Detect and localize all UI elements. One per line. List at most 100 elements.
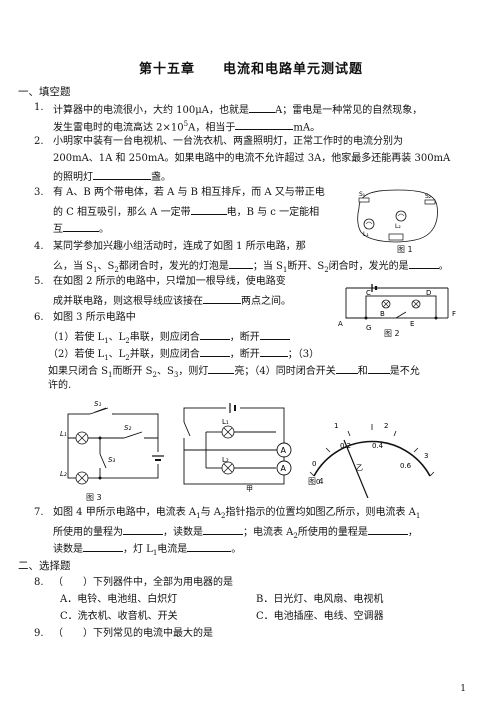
figure-1: S₁ S₂ L₁ L₂ 图 1	[355, 186, 441, 254]
fig3-label-l1: L₁	[60, 430, 67, 438]
q1-blank1[interactable]	[249, 101, 275, 113]
q6-blank5[interactable]	[208, 362, 235, 374]
page-number: 1	[460, 684, 466, 694]
fig1-caption: 图 1	[397, 245, 413, 254]
fig1-lamp-l2	[395, 210, 407, 222]
fig1-label-s1: S₁	[359, 191, 366, 198]
fig1-label-s2: S₂	[425, 193, 432, 200]
q6-line2: （1）若使 L1、L2串联，则应闭合，断开	[48, 328, 290, 348]
fig2-label-g: G	[366, 324, 371, 332]
q8-stem: （ ）下列器件中，全部为用电器的是	[53, 577, 233, 588]
q3-line2: 的 C 相互吸引，那么 A 一定带电，B 与 c 一定能相	[53, 203, 319, 220]
fig4-top-0: 0	[312, 460, 316, 468]
fig4-ammeter-a2	[276, 460, 292, 476]
q9-number: 9.	[34, 628, 44, 639]
fig4-ammeter-a1	[276, 442, 292, 458]
fig2-switch	[395, 311, 407, 319]
q2-line2: 200mA、1A 和 250mA。如果电路中的电流不允许超过 3A，他家最多还能…	[53, 153, 451, 164]
fig3-label-l2: L₂	[60, 470, 67, 478]
fig4-gauge-needle	[343, 439, 369, 498]
q8-option-d[interactable]: C．电池插座、电线、空调器	[256, 611, 384, 622]
q6-blank4[interactable]	[259, 345, 288, 357]
q7-blank3[interactable]	[367, 523, 408, 535]
fig2-caption: 图 2	[384, 329, 400, 338]
q4-blank1[interactable]	[228, 257, 253, 269]
fig2-label-b: B	[380, 310, 385, 318]
fig4-gauge-arc	[313, 440, 431, 477]
q1-blank2[interactable]	[235, 118, 294, 131]
fig4-label-a2: A	[281, 464, 287, 473]
q6-line5: 许的.	[48, 380, 72, 391]
q4-line1: 某同学参加兴趣小组活动时，连成了如图 1 所示电路，那	[53, 241, 306, 252]
q4-blank2[interactable]	[408, 257, 439, 269]
q7-blank1[interactable]	[123, 523, 163, 535]
q6-blank3[interactable]	[199, 345, 230, 357]
fig3-switch-s2	[123, 431, 143, 439]
fig2-label-a: A	[338, 320, 343, 328]
q3-blank1[interactable]	[190, 203, 227, 215]
fig4-bottom-1: 0.2	[340, 442, 351, 450]
q3-number: 3.	[34, 187, 44, 198]
q8-number: 8.	[34, 577, 44, 588]
q4-line2: 么，当 S1、S2都闭合时，发光的灯泡是；当 S1断开、S2闭合时，发光的是。	[53, 257, 449, 277]
q9-stem: （ ）下列常见的电流中最大的是	[53, 628, 213, 639]
fig3-caption: 图 3	[86, 493, 102, 502]
q8-option-c[interactable]: C．洗衣机、收音机、开关	[60, 611, 178, 622]
fig4-switch	[183, 421, 191, 437]
q8-option-b[interactable]: B．日光灯、电风扇、电视机	[256, 594, 384, 605]
q6-number: 6.	[34, 312, 44, 323]
q8-answer-paren[interactable]: （ ）	[53, 577, 93, 588]
q6-blank6[interactable]	[335, 362, 358, 374]
q6-blank1[interactable]	[199, 328, 230, 340]
fig4-bottom-2: 0.4	[372, 442, 384, 450]
q5-number: 5.	[34, 276, 44, 287]
fig4-label-a1: A	[281, 446, 287, 455]
q5-line1: 在如图 2 所示的电路中，只增加一根导线，使电路变	[53, 276, 286, 287]
fig4-bottom-0: 0	[316, 478, 320, 486]
fig4-top-3: 3	[424, 452, 428, 460]
q8-option-a[interactable]: A．电铃、电池组、白炽灯	[60, 594, 178, 605]
q6-blank2[interactable]	[259, 328, 290, 340]
q2-line1: 小明家中装有一台电视机、一台洗衣机、两盏照明灯，正常工作时的电流分别为	[53, 136, 403, 147]
figure-4-yi: 0 1 2 3 0 0.2 0.4 0.6 乙	[300, 418, 440, 498]
q3-blank2[interactable]	[63, 220, 99, 232]
q7-blank5[interactable]	[187, 540, 232, 552]
figure-2: A C B D E F G 图 2	[336, 282, 462, 342]
fig1-label-l2: L₂	[395, 223, 401, 230]
q7-blank4[interactable]	[83, 540, 123, 552]
figure-3: S₁ L₁ S₂ S₃ L₂ 图 3	[60, 398, 168, 502]
fig3-label-s3: S₃	[108, 456, 115, 464]
fig4-bottom-3: 0.6	[400, 462, 412, 470]
q3-line1: 有 A、B 两个带电体，若 A 与 B 相互排斥，而 A 又与带正电	[53, 187, 325, 198]
fig3-label-s1: S₁	[94, 400, 101, 408]
q7-line1: 如图 4 甲所示电路中，电流表 A1与 A2指针指示的位置均如图乙所示，则电流表…	[53, 507, 421, 520]
fig2-label-d: D	[426, 289, 431, 297]
fig4-label-yi: 乙	[356, 464, 363, 472]
q6-blank7[interactable]	[367, 362, 390, 374]
figure-4-jia: A A L₁ L₂ 甲	[176, 402, 296, 492]
fig4-label-l2: L₂	[222, 456, 229, 464]
q7-blank2[interactable]	[203, 523, 243, 535]
q7-line3: 读数是，灯 L1电流是。	[53, 540, 241, 560]
fig1-battery	[388, 233, 404, 241]
q7-number: 7.	[34, 507, 44, 518]
fig1-switch-s2	[424, 199, 436, 205]
fig4-label-jia: 甲	[246, 485, 253, 492]
fig4-top-2: 2	[384, 422, 388, 430]
q1-number: 1.	[34, 102, 44, 113]
fig4-label-l1: L₁	[222, 418, 229, 426]
fig2-label-e: E	[410, 320, 414, 328]
q5-line2: 成并联电路，则这根导线应该接在两点之间。	[53, 292, 291, 309]
fig3-switch-s3	[99, 453, 107, 469]
fig1-lamp-l1	[363, 218, 375, 230]
q9-answer-paren[interactable]: （ ）	[53, 628, 93, 639]
fig3-label-s2: S₂	[124, 424, 131, 432]
fig4-caption: 图 4	[308, 477, 324, 486]
page-title: 第十五章 电流和电路单元测试题	[138, 62, 363, 77]
q5-blank[interactable]	[203, 292, 241, 304]
q2-number: 2.	[34, 136, 44, 147]
q2-blank[interactable]	[93, 168, 151, 180]
